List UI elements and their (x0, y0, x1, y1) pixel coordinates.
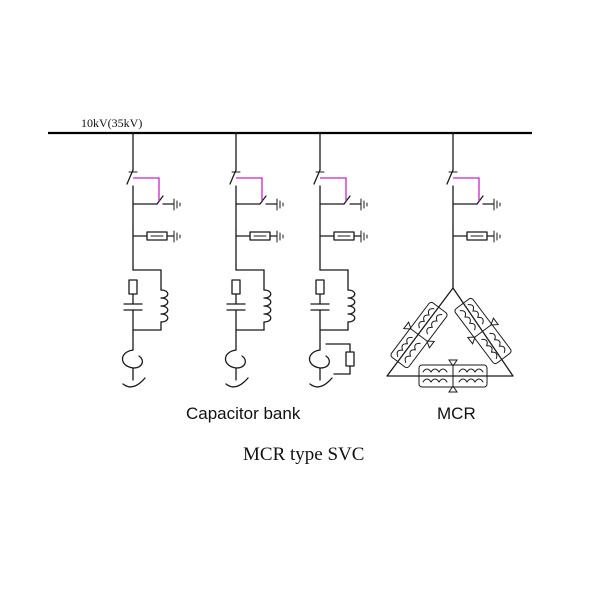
interlock-link (133, 177, 160, 201)
earth-switch-blade (476, 195, 484, 205)
earth-switch-blade (156, 195, 164, 205)
series-reactor (121, 349, 144, 369)
mcr-coil-upper (422, 368, 484, 373)
mcr-label: MCR (437, 404, 476, 423)
mcr-coil-lower (459, 310, 498, 360)
mcr-reactor-group-3 (418, 359, 488, 393)
mcr-reactor-frame (418, 364, 488, 388)
mcr-coil-upper (396, 308, 435, 358)
neutral-hook (309, 377, 333, 388)
thyristor-1 (448, 359, 458, 367)
capacitor-feeder-1 (121, 132, 181, 388)
thyristor-link (410, 328, 428, 342)
thyristor-2 (466, 336, 476, 345)
reactor-coil (160, 289, 169, 323)
interlock-link (453, 177, 480, 201)
earth-switch-blade (259, 195, 267, 205)
fuse (231, 279, 241, 295)
mcr-reactor-frame (390, 301, 448, 369)
neutral-hook (122, 377, 146, 388)
delta-connection (386, 287, 514, 377)
thyristor-1 (490, 317, 500, 326)
mcr-coil-lower (404, 314, 443, 364)
series-reactor (308, 349, 331, 369)
interlock-link (236, 177, 263, 201)
thyristor-1 (402, 321, 412, 330)
mcr-coil-upper (467, 304, 506, 354)
reactor-coil (347, 289, 356, 323)
capacitor-bank-label: Capacitor bank (186, 404, 301, 423)
thyristor-link (474, 324, 492, 338)
earth-switch-blade (343, 195, 351, 205)
interlock-link (320, 177, 347, 201)
mcr-feeder (386, 132, 514, 393)
mcr-reactor-group-2 (454, 297, 512, 365)
reactor-coil (263, 289, 272, 323)
bus-voltage-label: 10kV(35kV) (81, 116, 143, 130)
discharge-resistor (345, 351, 355, 367)
diagram-title: MCR type SVC (243, 444, 365, 465)
capacitor-feeder-3 (308, 132, 368, 388)
thyristor-2 (448, 385, 458, 393)
fuse (128, 279, 138, 295)
fuse (315, 279, 325, 295)
mcr-reactor-frame (454, 297, 512, 365)
capacitor-feeder-2 (224, 132, 284, 388)
neutral-hook (225, 377, 249, 388)
mcr-coil-lower (422, 378, 484, 383)
thyristor-2 (426, 340, 436, 349)
mcr-reactor-group-1 (390, 301, 448, 369)
series-reactor (224, 349, 247, 369)
